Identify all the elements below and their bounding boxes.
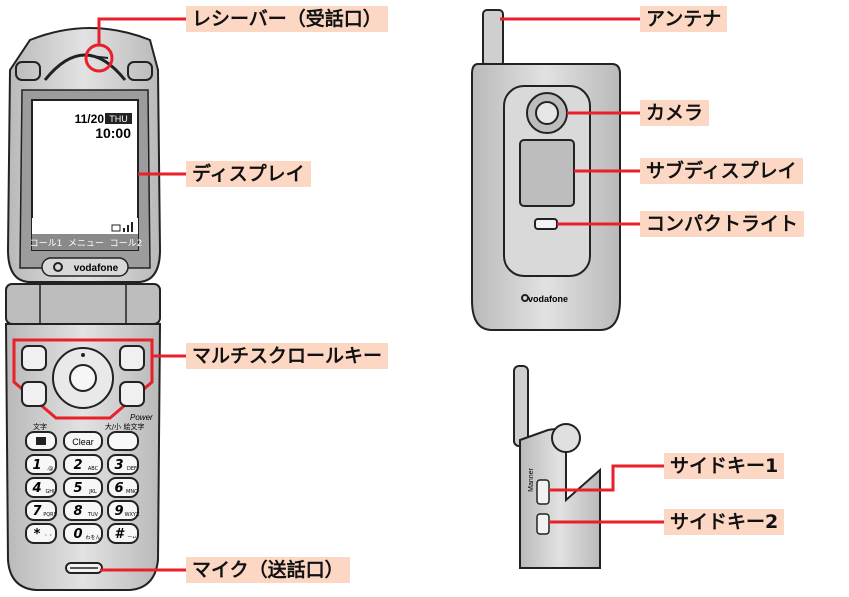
kigou-label: 絵文字 bbox=[124, 422, 145, 431]
closed-phone: vodafone bbox=[471, 9, 621, 331]
key-6 bbox=[107, 477, 139, 498]
number-keys: 1 .@ 2 ABC 3 DEF 4 GHI 5 JKL 6 MNO 7 PQR… bbox=[25, 454, 140, 544]
key-2 bbox=[63, 454, 103, 475]
key-sub-label: ー↵ bbox=[127, 535, 136, 541]
key-label: 9 bbox=[114, 504, 123, 519]
key-4 bbox=[25, 477, 57, 498]
signal-icon bbox=[111, 222, 133, 232]
softkey-right: コール2 bbox=[110, 239, 143, 249]
callout-camera: カメラ bbox=[640, 100, 710, 126]
key-sub-label: TUV bbox=[87, 512, 99, 518]
moji-label: 文字 bbox=[33, 422, 47, 431]
daisho-label: 大/小 bbox=[105, 422, 121, 431]
key-9 bbox=[107, 500, 139, 521]
side-phone: Manner bbox=[513, 365, 601, 569]
closed-logo-text: vodafone bbox=[528, 294, 568, 304]
key-label: # bbox=[114, 527, 125, 542]
callout-receiver: レシーバー（受話口） bbox=[186, 6, 388, 32]
key-star bbox=[25, 523, 57, 544]
key-label: 0 bbox=[73, 527, 82, 542]
key-1 bbox=[25, 454, 57, 475]
callout-sub-display: サブディスプレイ bbox=[640, 158, 803, 184]
manner-label: Manner bbox=[528, 467, 535, 491]
key-sub-label: MNO bbox=[126, 489, 138, 495]
camera-key-icon bbox=[36, 437, 46, 445]
power-label: Power bbox=[130, 413, 153, 422]
callout-antenna: アンテナ bbox=[640, 6, 728, 32]
key-8 bbox=[63, 500, 103, 521]
callout-lines bbox=[97, 17, 664, 572]
key-sub-label: PQRS bbox=[43, 512, 57, 518]
key-label: 1 bbox=[32, 458, 41, 473]
key-label: 6 bbox=[114, 481, 123, 496]
key-sub-label: JKL bbox=[88, 489, 97, 495]
callout-display: ディスプレイ bbox=[186, 161, 311, 187]
key-label: 3 bbox=[114, 458, 123, 473]
logo-text: vodafone bbox=[74, 263, 119, 274]
key-3 bbox=[107, 454, 139, 475]
clear-key-label: Clear bbox=[72, 437, 94, 447]
key-label: 5 bbox=[73, 481, 82, 496]
key-label: 4 bbox=[31, 481, 41, 496]
side-key-2-shape bbox=[536, 513, 550, 535]
sub-display-shape bbox=[519, 139, 575, 207]
callout-side-key-1: サイドキー1 bbox=[664, 453, 785, 479]
open-phone: 11/20 THU 10:00 コール1 メニュー コール2 vodafone bbox=[4, 27, 162, 591]
screen-weekday: THU bbox=[109, 114, 128, 124]
multi-scroll-key-marker bbox=[12, 338, 154, 420]
key-label: 2 bbox=[73, 458, 82, 473]
key-sub-label: GHI bbox=[45, 489, 54, 495]
key-sub-label: DEF bbox=[127, 466, 137, 472]
vodafone-logo-icon bbox=[53, 262, 63, 272]
key-sub-label: .@ bbox=[47, 466, 54, 472]
softkey-center: メニュー bbox=[68, 239, 104, 249]
callout-multi-scroll: マルチスクロールキー bbox=[186, 343, 389, 369]
callout-microphone: マイク（送話口） bbox=[186, 557, 350, 583]
key-sub-label: ABC bbox=[88, 466, 99, 472]
key-0 bbox=[63, 523, 103, 544]
key-label: 8 bbox=[73, 504, 82, 519]
screen-time: 10:00 bbox=[95, 125, 131, 141]
key-label: * bbox=[34, 527, 41, 542]
key-5 bbox=[63, 477, 103, 498]
screen-date: 11/20 bbox=[75, 112, 105, 126]
key-sub-label: ゛゜ bbox=[45, 535, 55, 541]
softkey-left: コール1 bbox=[30, 239, 63, 249]
key-sub-label: WXYZ bbox=[125, 512, 140, 518]
key-hash bbox=[107, 523, 139, 544]
side-key-1-shape bbox=[536, 479, 550, 505]
callout-compact-light: コンパクトライト bbox=[640, 211, 805, 237]
light-shape bbox=[534, 218, 558, 230]
key-label: 7 bbox=[32, 504, 42, 519]
key-7 bbox=[25, 500, 57, 521]
callout-side-key-2: サイドキー2 bbox=[664, 509, 785, 535]
key-sub-label: わをん bbox=[85, 534, 100, 541]
